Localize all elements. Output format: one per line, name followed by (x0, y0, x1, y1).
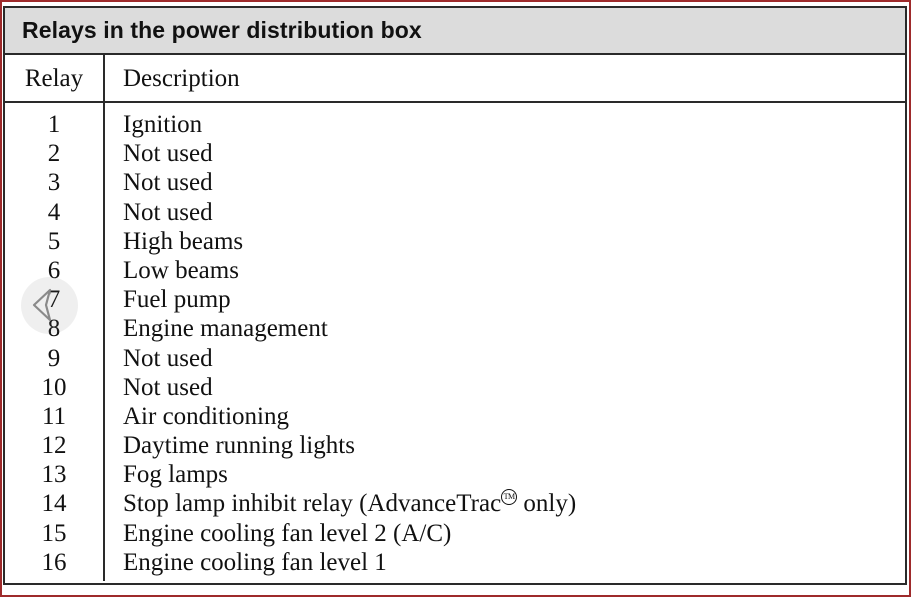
table-row: 6 (47, 256, 61, 284)
table-row: 12 (41, 432, 67, 460)
table-row: 4 (47, 198, 61, 226)
circled-trademark-icon: TM (501, 489, 518, 506)
table-row: Not used (123, 140, 213, 168)
table-row: 11 (41, 402, 67, 430)
table-row: Low beams (123, 256, 239, 284)
table-row: Daytime running lights (123, 432, 355, 460)
description-text-suffix: only) (517, 490, 577, 518)
table-row: 7 (47, 286, 61, 314)
table-row: 9 (47, 344, 61, 372)
table-row: High beams (123, 227, 244, 255)
table-row: Fog lamps (123, 461, 228, 489)
table-row: 8 (47, 315, 61, 343)
table-row: 14 (41, 490, 67, 518)
table-row: 3 (47, 169, 61, 197)
header-cell-description: Description (105, 55, 905, 101)
table-row: Engine cooling fan level 2 (A/C) (123, 519, 452, 547)
table-row: Not used (123, 373, 213, 401)
table-row: Engine cooling fan level 1 (123, 548, 387, 576)
table-row: Fuel pump (123, 286, 231, 314)
table-row: 13 (41, 461, 67, 489)
header-label-relay: Relay (24, 64, 84, 92)
table-row: 10 (41, 373, 67, 401)
table-row: 2 (47, 140, 61, 168)
header-cell-relay: Relay (5, 55, 105, 101)
table-row: 15 (41, 519, 67, 547)
header-label-description: Description (123, 64, 240, 92)
table-row: Not used (123, 198, 213, 226)
table-row: Not used (123, 169, 213, 197)
table-row: 1 (47, 111, 61, 138)
relay-table: Relays in the power distribution box Rel… (3, 6, 907, 585)
table-row: Air conditioning (123, 402, 289, 430)
table-row: 16 (41, 548, 67, 576)
table-row: Engine management (123, 315, 328, 343)
description-text: Stop lamp inhibit relay (AdvanceTrac (123, 490, 502, 518)
table-row: Ignition (123, 111, 203, 138)
table-row: Not used (123, 344, 213, 372)
table-title: Relays in the power distribution box (5, 8, 905, 55)
table-header-row: Relay Description (5, 55, 905, 103)
table-row: 5 (47, 227, 61, 255)
